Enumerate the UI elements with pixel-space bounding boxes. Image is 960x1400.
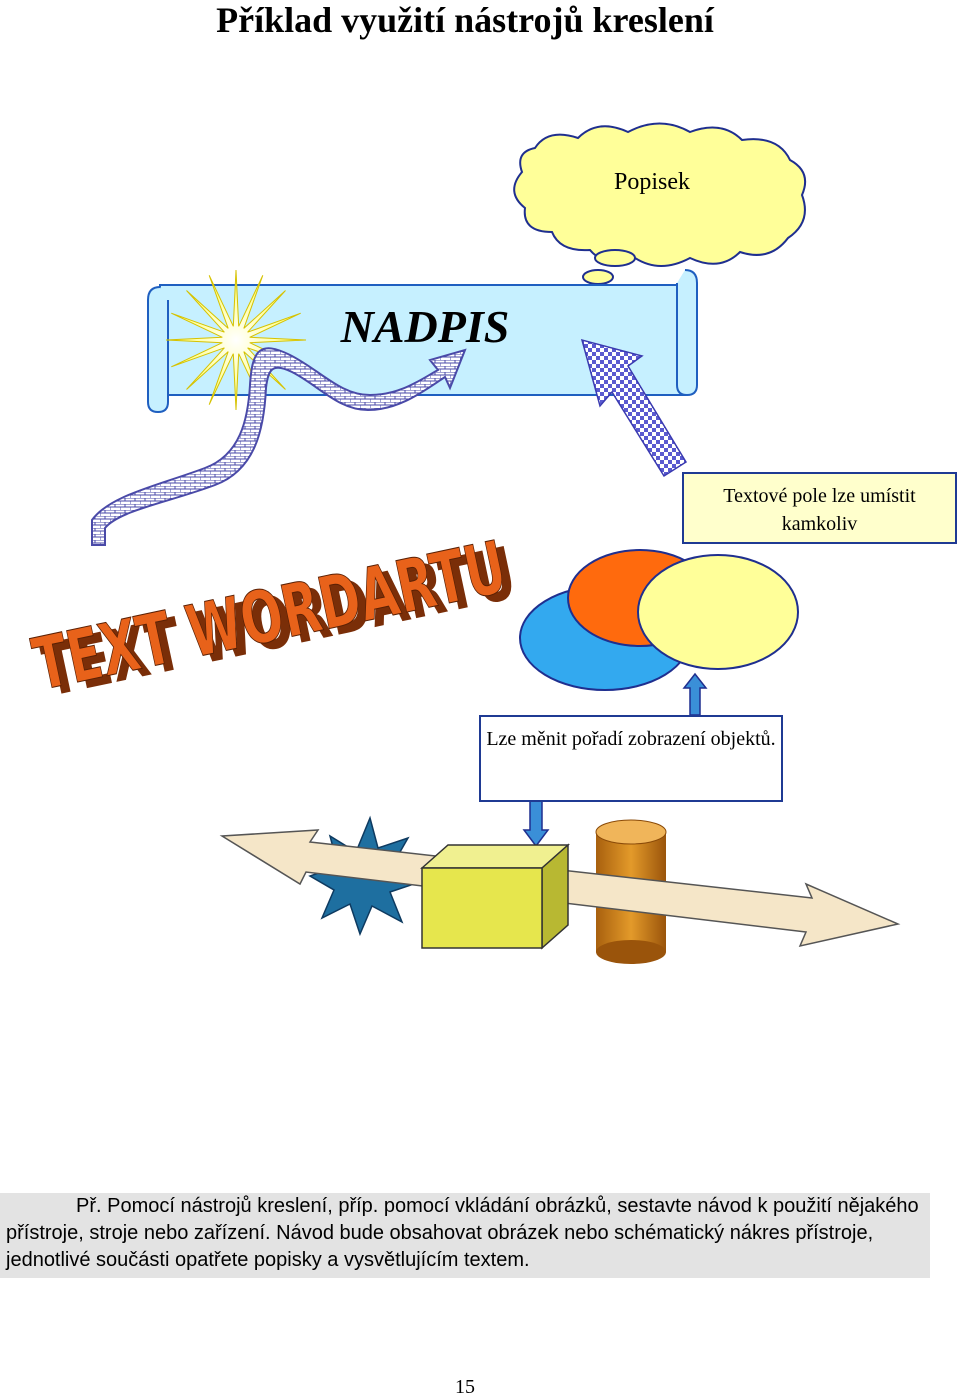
exercise-text: Pomocí nástrojů kreslení, příp. pomocí v… (6, 1195, 919, 1271)
page-number: 15 (455, 1376, 475, 1398)
checker-arrow-icon (580, 338, 688, 478)
sun-icon (165, 269, 307, 411)
down-arrow-icon (522, 799, 550, 848)
wordart: TEXT WORDARTU TEXT WORDARTU (26, 524, 523, 713)
cube-icon (420, 843, 570, 950)
callout-text: Popisek (614, 169, 690, 195)
textbox-text: Textové pole lze umístit kamkoliv (723, 485, 916, 535)
wordart-text: TEXT WORDARTU (26, 525, 513, 707)
callout-cloud: Popisek (513, 122, 806, 299)
textbox-yellow: Textové pole lze umístit kamkoliv (682, 472, 957, 544)
banner-heading: NADPIS (340, 301, 510, 352)
brick-arrow-icon (91, 347, 467, 546)
textbox-order: Lze měnit pořadí zobrazení objektů. (479, 715, 783, 802)
exercise-label: Př. (76, 1195, 102, 1217)
drawing-canvas: Popisek NADPIS TEXT WORDARTU TEXT WORDAR… (26, 122, 901, 964)
oval-yellow (637, 554, 799, 670)
page-title: Příklad využití nástrojů kreslení (216, 0, 714, 40)
cylinder-icon (595, 819, 667, 964)
exercise-paragraph: Př. Pomocí nástrojů kreslení, příp. pomo… (0, 1193, 930, 1278)
up-arrow-icon (682, 672, 708, 716)
order-box-text: Lze měnit pořadí zobrazení objektů. (486, 728, 776, 750)
